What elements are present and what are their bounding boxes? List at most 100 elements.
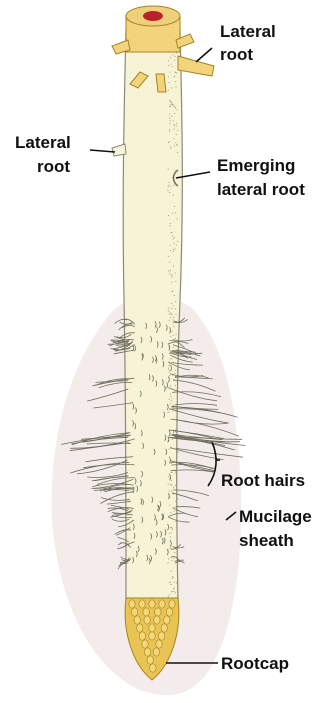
- rootcap-cell: [150, 664, 156, 672]
- stipple-dot: [176, 125, 177, 126]
- stipple-dot: [169, 411, 170, 412]
- stipple-dot: [177, 145, 178, 146]
- rootcap-cell: [143, 608, 149, 616]
- stipple-dot: [171, 282, 172, 283]
- rootcap-cell: [131, 608, 137, 616]
- stipple-dot: [167, 563, 168, 564]
- stipple-dot: [170, 512, 171, 513]
- rootcap-cell: [144, 616, 150, 624]
- stipple-dot: [175, 272, 176, 273]
- stipple-dot: [175, 301, 176, 302]
- stipple-dot: [173, 432, 174, 433]
- stipple-dot: [171, 291, 172, 292]
- stipple-dot: [174, 138, 175, 139]
- stipple-dot: [175, 592, 176, 593]
- stipple-dot: [177, 451, 178, 452]
- stipple-dot: [168, 169, 169, 170]
- stipple-dot: [168, 368, 169, 369]
- stipple-dot: [175, 81, 176, 82]
- stipple-dot: [170, 147, 171, 148]
- stipple-dot: [174, 507, 175, 508]
- stipple-dot: [168, 347, 169, 348]
- stipple-dot: [173, 238, 174, 239]
- stipple-dot: [169, 192, 170, 193]
- stipple-dot: [169, 82, 170, 83]
- stipple-dot: [174, 243, 175, 244]
- stipple-dot: [172, 591, 173, 592]
- stipple-dot: [171, 571, 172, 572]
- stipple-dot: [172, 213, 173, 214]
- stipple-dot: [176, 123, 177, 124]
- rootcap-cell: [139, 600, 145, 608]
- stipple-dot: [175, 313, 176, 314]
- stipple-dot: [174, 295, 175, 296]
- rootcap-cell: [144, 648, 150, 656]
- stipple-dot: [169, 594, 170, 595]
- stele: [143, 11, 163, 21]
- stipple-dot: [177, 382, 178, 383]
- stipple-dot: [170, 57, 171, 58]
- stipple-dot: [170, 100, 171, 101]
- rootcap-cell: [159, 600, 165, 608]
- stipple-dot: [169, 358, 170, 359]
- stipple-dot: [170, 186, 171, 187]
- rootcap-cell: [137, 624, 143, 632]
- stipple-dot: [170, 527, 171, 528]
- stipple-dot: [172, 54, 173, 55]
- stipple-dot: [167, 412, 168, 413]
- stipple-dot: [173, 185, 174, 186]
- stipple-dot: [172, 291, 173, 292]
- stipple-dot: [175, 308, 176, 309]
- stipple-dot: [170, 472, 171, 473]
- stipple-dot: [171, 331, 172, 332]
- stipple-dot: [172, 472, 173, 473]
- stipple-dot: [169, 273, 170, 274]
- stipple-dot: [170, 313, 171, 314]
- stipple-dot: [176, 72, 177, 73]
- label-root-hairs: Root hairs: [221, 471, 305, 490]
- stipple-dot: [173, 249, 174, 250]
- stipple-dot: [174, 582, 175, 583]
- rootcap-cell: [149, 632, 155, 640]
- stipple-dot: [175, 485, 176, 486]
- root-cross-section: [126, 6, 180, 52]
- stipple-dot: [177, 481, 178, 482]
- stipple-dot: [170, 245, 171, 246]
- stipple-dot: [171, 584, 172, 585]
- rootcap-cell: [139, 632, 145, 640]
- stipple-dot: [173, 319, 174, 320]
- stipple-dot: [175, 142, 176, 143]
- stipple-dot: [173, 487, 174, 488]
- stipple-dot: [168, 215, 169, 216]
- stipple-dot: [172, 177, 173, 178]
- stipple-dot: [170, 250, 171, 251]
- stipple-dot: [169, 129, 170, 130]
- stipple-dot: [169, 490, 170, 491]
- stipple-dot: [171, 87, 172, 88]
- stipple-dot: [177, 498, 178, 499]
- stipple-dot: [174, 237, 175, 238]
- stipple-dot: [175, 473, 176, 474]
- stipple-dot: [170, 394, 171, 395]
- stipple-dot: [171, 591, 172, 592]
- stipple-dot: [174, 206, 175, 207]
- stipple-dot: [168, 182, 169, 183]
- stipple-dot: [168, 76, 169, 77]
- stipple-dot: [171, 527, 172, 528]
- stipple-dot: [170, 403, 171, 404]
- stipple-dot: [176, 52, 177, 53]
- stipple-dot: [171, 276, 172, 277]
- stipple-dot: [169, 225, 170, 226]
- lateral-root-left: [112, 144, 126, 156]
- stipple-dot: [173, 120, 174, 121]
- stipple-dot: [172, 529, 173, 530]
- label-lateral-root-top: Lateral root: [220, 22, 280, 64]
- stipple-dot: [169, 262, 170, 263]
- stipple-dot: [169, 131, 170, 132]
- stipple-dot: [173, 129, 174, 130]
- stipple-dot: [168, 61, 169, 62]
- label-emerging-lateral-root: Emerging lateral root: [217, 156, 305, 199]
- stipple-dot: [168, 596, 169, 597]
- stipple-dot: [173, 195, 174, 196]
- rootcap-cell: [166, 608, 172, 616]
